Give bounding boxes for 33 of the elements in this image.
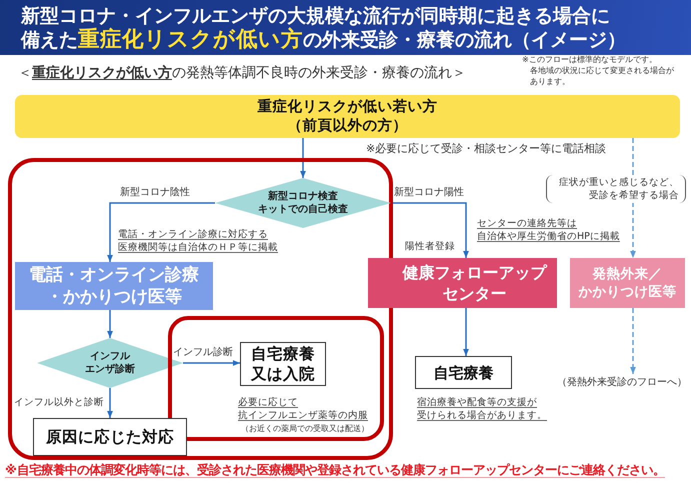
decision-diamond: 新型コロナ検査キットでの自己検査 (215, 178, 391, 228)
title: 新型コロナ・インフルエンザの大規模な流行が同時期に起きる場合に備えた重症化リスクが低い方の外来受診・療養の流れ（イメージ） (21, 4, 627, 52)
note-text: ※このフローは標準的なモデルです。各地域の状況に応じて変更される場合があります。 (522, 54, 676, 87)
note-text: 必要に応じて抗インフルエンザ薬等の内服 (238, 396, 369, 422)
arrow (391, 202, 469, 258)
process-box: 健康フォローアップセンター (368, 258, 557, 308)
arrow (107, 388, 113, 418)
note-text: （お近くの薬局での受取又は配送） (241, 423, 369, 434)
process-box: 原因に応じた対応 (33, 418, 187, 456)
edge-label: インフル診断 (173, 346, 233, 360)
note-text: 宿泊療養や配食等の支援が受けられる場合があります。 (417, 396, 548, 422)
edge-label: インフル以外と診断 (14, 396, 104, 409)
heading-text: 重症化リスクが低い若い方 (258, 98, 438, 116)
dashed-arrow (630, 308, 636, 374)
edge-label: 症状が重いと感じるなど、受診を希望する場合 (546, 175, 686, 203)
note-text: （発熱外来受診のフローへ） (556, 374, 688, 390)
process-box: 自宅療養又は入院 (240, 342, 326, 386)
warning-text: ※自宅療養中の体調変化時等には、受診された医療機関や登録されている健康フォローアップセンターにご連絡ください。 (5, 463, 665, 478)
process-box (15, 95, 680, 138)
process-box: 電話・オンライン診療・かかりつけ医等 (15, 262, 213, 310)
note-text: 電話・オンライン診療に対応する医療機関等は自治体のＨＰ等に掲載 (118, 228, 279, 254)
arrow (463, 308, 469, 356)
arrow (183, 360, 240, 366)
arrow (107, 202, 215, 262)
note-text: 陽性者登録 (405, 240, 455, 253)
arrow (300, 138, 306, 178)
note-text: ※必要に応じて受診・相談センター等に電話相談 (366, 141, 606, 156)
process-box: 発熱外来／かかりつけ医等 (570, 258, 685, 308)
subtitle: ＜重症化リスクが低い方の発熱等体調不良時の外来受診・療養の流れ＞ (18, 64, 466, 82)
subheading-text: （前頁以外の方） (288, 116, 408, 136)
arrow (107, 310, 113, 338)
note-text: センターの連絡先等は自治体や厚生労働省のHPに掲載 (477, 217, 621, 243)
process-box: 自宅療養 (415, 356, 512, 389)
